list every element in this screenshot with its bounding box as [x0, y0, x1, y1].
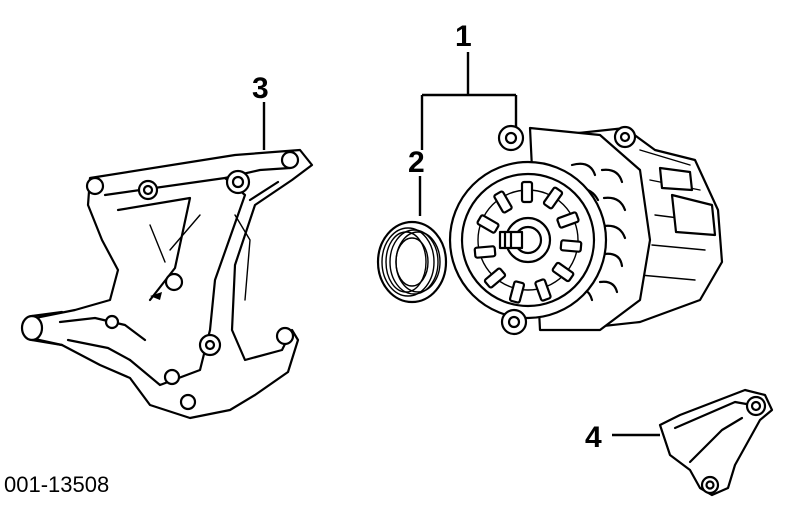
callout-1-label: 1: [455, 20, 472, 53]
brace-part: [658, 388, 774, 497]
figure-id: 001-13508: [4, 472, 109, 497]
callout-3-label: 3: [252, 72, 269, 105]
mounting-bracket-part: [20, 148, 314, 420]
alternator-part: [448, 124, 724, 336]
leader-lines: [262, 52, 660, 437]
spring-spacer-part: [376, 220, 448, 304]
callout-4-label: 4: [585, 421, 602, 454]
fan-slots: [473, 180, 583, 304]
callout-2-label: 2: [408, 146, 425, 179]
